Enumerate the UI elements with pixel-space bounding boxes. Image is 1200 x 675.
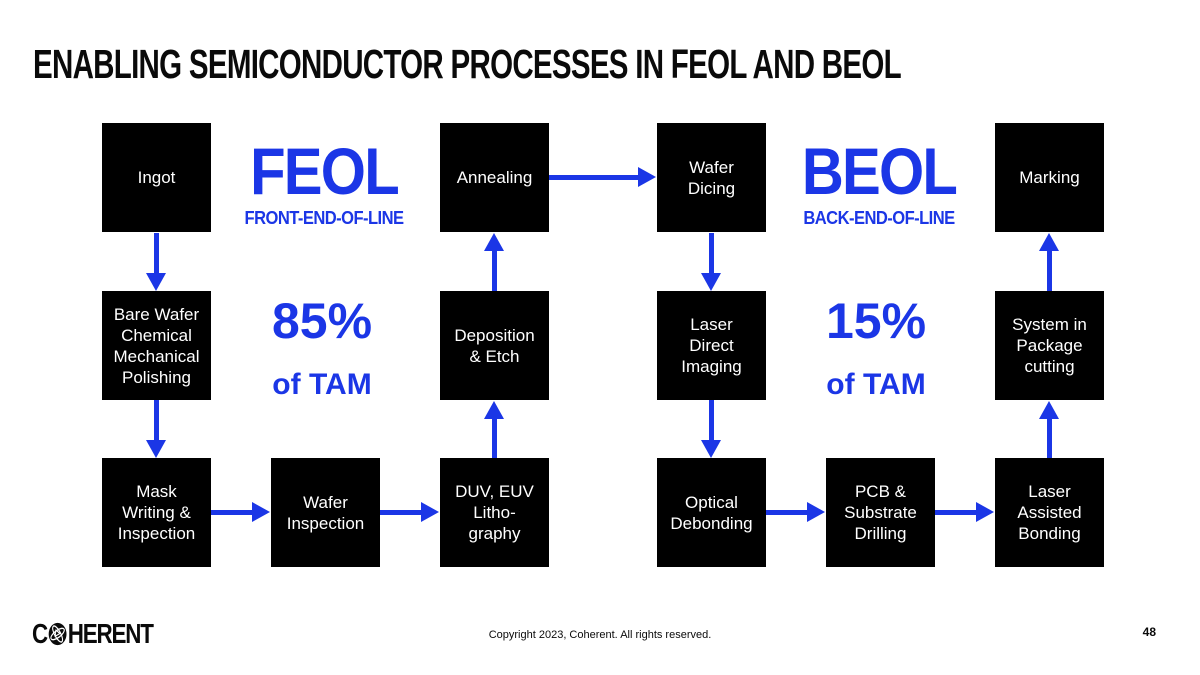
page-number: 48 [1142,625,1156,639]
node-system-in-package-cutting: System in Package cutting [995,291,1104,400]
node-label: Ingot [137,168,176,187]
node-bare-wafer-cmp: Bare Wafer Chemical Mechanical Polishing [102,291,211,400]
feol-heading: FEOL [250,134,400,208]
node-label: Mask Writing & Inspection [117,482,196,543]
node-label: Deposition & Etch [454,325,535,366]
node-marking: Marking [995,123,1104,232]
node-label: Annealing [456,168,533,187]
node-pcb-substrate-drilling: PCB & Substrate Drilling [826,458,935,567]
arrow-laser-bonding-to-sip-cutting [1039,401,1059,458]
arrow-debonding-to-pcb-drilling [766,502,825,522]
node-label: Bare Wafer Chemical Mechanical Polishing [113,304,200,387]
arrow-wafer-inspection-to-lithography [380,502,439,522]
node-optical-debonding: Optical Debonding [657,458,766,567]
node-label: DUV, EUV Litho- graphy [455,482,534,543]
logo-text-c: C [32,618,48,649]
beol-share-value: 15% [825,293,927,349]
node-label: Laser Assisted Bonding [1017,482,1082,543]
node-duv-euv-lithography: DUV, EUV Litho- graphy [440,458,549,567]
arrow-cmp-to-mask-writing [146,400,166,458]
node-label: Optical Debonding [670,492,753,533]
feol-subheading: FRONT-END-OF-LINE [244,208,405,228]
arrow-wafer-dicing-to-ldi [701,233,721,291]
node-wafer-inspection: Wafer Inspection [271,458,380,567]
copyright-text: Copyright 2023, Coherent. All rights res… [488,629,712,641]
slide-title: ENABLING SEMICONDUCTOR PROCESSES IN FEOL… [33,41,902,87]
logo-text-rest: HERENT [67,618,154,649]
feol-share-caption: of TAM [272,368,372,401]
node-label: Marking [1019,168,1080,187]
node-mask-writing-inspection: Mask Writing & Inspection [102,458,211,567]
node-label: Wafer Dicing [687,157,736,198]
beol-label: BEOL BACK-END-OF-LINE [774,138,984,229]
atom-icon [48,622,67,646]
feol-label: FEOL FRONT-END-OF-LINE [219,138,429,229]
coherent-logo: C HERENT [32,618,154,650]
arrow-sip-cutting-to-marking [1039,233,1059,291]
node-laser-assisted-bonding: Laser Assisted Bonding [995,458,1104,567]
arrow-annealing-to-wafer-dicing [549,167,656,187]
beol-subheading: BACK-END-OF-LINE [803,208,955,228]
node-label: Wafer Inspection [286,492,365,533]
node-deposition-etch: Deposition & Etch [440,291,549,400]
node-label: System in Package cutting [1012,315,1087,376]
node-label: Laser Direct Imaging [681,315,742,376]
node-laser-direct-imaging: Laser Direct Imaging [657,291,766,400]
arrow-ldi-to-optical-debonding [701,400,721,458]
arrow-mask-writing-to-wafer-inspection [211,502,270,522]
beol-share: 15% of TAM [771,296,981,402]
beol-heading: BEOL [801,134,958,208]
arrow-deposition-to-annealing [484,233,504,291]
feol-share: 85% of TAM [217,296,427,402]
node-annealing: Annealing [440,123,549,232]
node-ingot: Ingot [102,123,211,232]
arrow-lithography-to-deposition [484,401,504,458]
node-wafer-dicing: Wafer Dicing [657,123,766,232]
node-label: PCB & Substrate Drilling [844,482,917,543]
feol-share-value: 85% [271,293,373,349]
arrow-pcb-drilling-to-laser-bonding [935,502,994,522]
arrow-ingot-to-cmp [146,233,166,291]
beol-share-caption: of TAM [826,368,926,401]
